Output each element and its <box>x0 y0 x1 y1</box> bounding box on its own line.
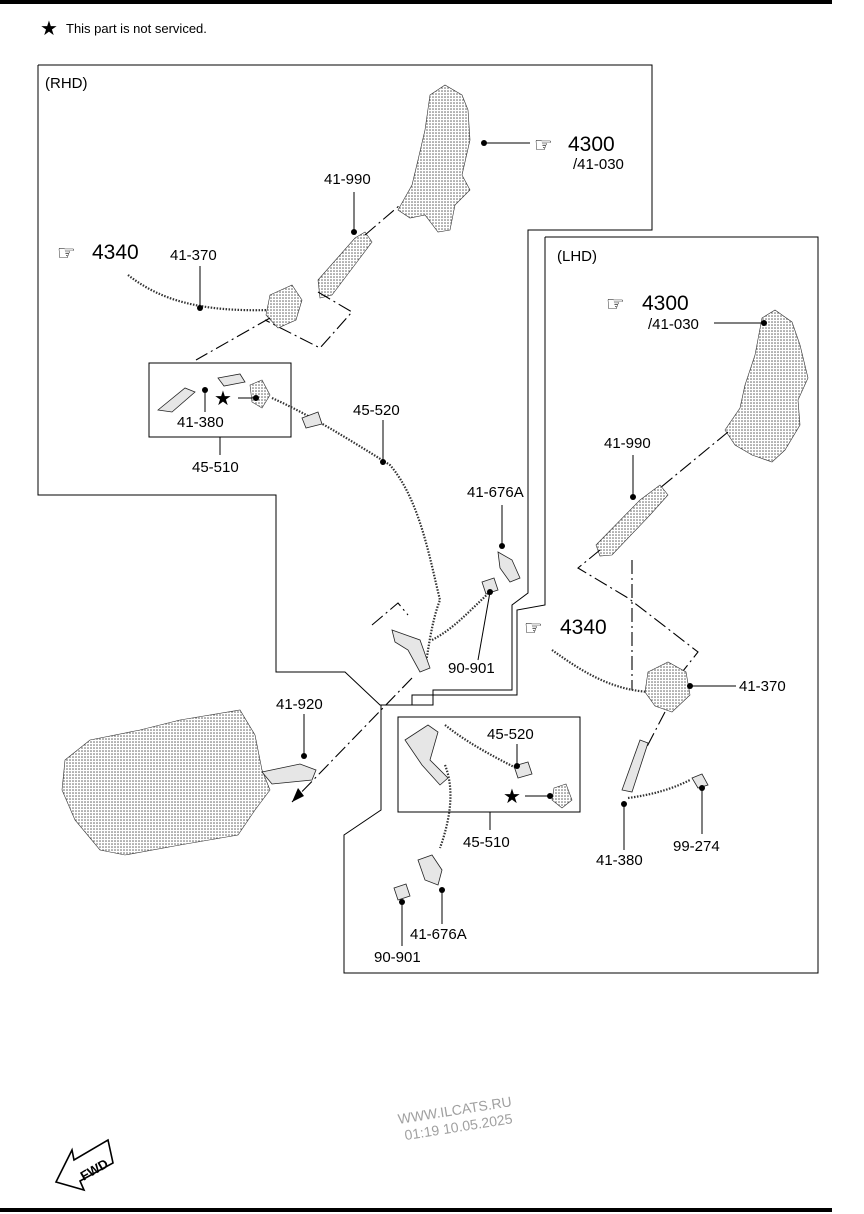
lhd-label-41990: 41-990 <box>604 435 651 452</box>
ref-icon: ☞ <box>57 242 76 265</box>
lhd-ref-4340: 4340 <box>560 616 607 639</box>
rhd-label-90901: 90-901 <box>448 660 495 677</box>
lhd-dash-guide-3 <box>639 711 666 761</box>
rhd-label-45510: 45-510 <box>192 459 239 476</box>
lhd-pushrod-dash <box>659 431 729 489</box>
lhd-reservoir-hose <box>551 649 651 694</box>
rhd-label-41370: 41-370 <box>170 247 217 264</box>
release-cylinder-41920 <box>261 763 317 785</box>
lhd-clip-41676A <box>417 854 443 886</box>
lhd-lower-hose <box>438 764 452 849</box>
rhd-master-cylinder <box>317 231 373 299</box>
rhd-reservoir-hose <box>127 274 271 312</box>
lhd-ref-41030: /41-030 <box>648 316 699 333</box>
rhd-pedal-assembly <box>397 84 471 233</box>
lhd-label-45510: 45-510 <box>463 834 510 851</box>
note-text: This part is not serviced. <box>66 21 207 36</box>
star-icon: ★ <box>40 18 58 40</box>
lhd-ref-4300: 4300 <box>642 292 689 315</box>
rhd-label-41990: 41-990 <box>324 171 371 188</box>
lhd-area-boundary <box>343 236 819 974</box>
lhd-label-41380: 41-380 <box>596 852 643 869</box>
lhd-clip-99274 <box>691 773 709 789</box>
lhd-section-label: (LHD) <box>557 248 597 265</box>
lhd-label-45520: 45-520 <box>487 726 534 743</box>
lhd-clip-90901 <box>393 883 411 901</box>
lhd-inset-box <box>397 716 581 813</box>
rhd-label-41676A: 41-676A <box>467 484 524 501</box>
lhd-pedal-assembly <box>724 309 809 463</box>
rhd-reservoir <box>265 284 303 329</box>
star-icon: ★ <box>503 786 521 808</box>
rhd-label-45520: 45-520 <box>353 402 400 419</box>
rhd-section-label: (RHD) <box>45 75 88 92</box>
ref-icon: ☞ <box>524 617 543 640</box>
ref-icon: ☞ <box>534 134 553 157</box>
rhd-leaders <box>197 140 530 759</box>
trans-arrow <box>292 788 304 802</box>
top-rule <box>0 0 832 4</box>
rhd-dash-guide <box>264 291 353 349</box>
rhd-hose-fitting <box>301 411 323 429</box>
rhd-label-41920: 41-920 <box>276 696 323 713</box>
lhd-pipe-cable <box>627 779 691 800</box>
lhd-label-90901: 90-901 <box>374 949 421 966</box>
rhd-label-41380: 41-380 <box>177 414 224 431</box>
transmission <box>61 709 271 856</box>
rhd-ref-41030: /41-030 <box>573 156 624 173</box>
star-icon: ★ <box>214 388 232 410</box>
rhd-ref-4300: 4300 <box>568 133 615 156</box>
lhd-leaders <box>399 320 767 946</box>
rhd-clutch-hose <box>271 396 442 671</box>
ref-icon: ☞ <box>606 293 625 316</box>
lhd-fitting-part <box>551 783 573 809</box>
rhd-bracket-part <box>391 629 431 673</box>
lhd-pipe-41380 <box>621 739 649 793</box>
watermark: WWW.ILCATS.RU 01:19 10.05.2025 <box>397 1093 514 1143</box>
rhd-bracket-dash <box>371 602 409 626</box>
lhd-label-41370: 41-370 <box>739 678 786 695</box>
lhd-label-41676A: 41-676A <box>410 926 467 943</box>
rhd-dash-guide-2 <box>195 317 271 361</box>
rhd-clip-41676A <box>497 551 521 583</box>
lhd-master-cylinder <box>595 484 669 557</box>
bottom-rule <box>0 1208 832 1212</box>
lhd-dash-guide <box>577 549 699 691</box>
rhd-pushrod-dash <box>364 204 401 236</box>
lhd-bracket-part <box>404 724 449 786</box>
rhd-clutch-pipe-part <box>157 387 196 413</box>
fwd-arrow-icon: FWD <box>54 1138 114 1192</box>
rhd-ref-4340: 4340 <box>92 241 139 264</box>
lhd-label-99274: 99-274 <box>673 838 720 855</box>
rhd-area-boundary <box>37 64 653 706</box>
lhd-clutch-hose <box>444 724 531 776</box>
rhd-clip-90901 <box>481 577 499 595</box>
rhd-clip-part <box>217 373 246 387</box>
lhd-reservoir <box>644 661 691 713</box>
rhd-fitting-part <box>249 379 271 409</box>
trans-dash-guide <box>291 677 413 803</box>
rhd-small-hose <box>431 591 491 641</box>
